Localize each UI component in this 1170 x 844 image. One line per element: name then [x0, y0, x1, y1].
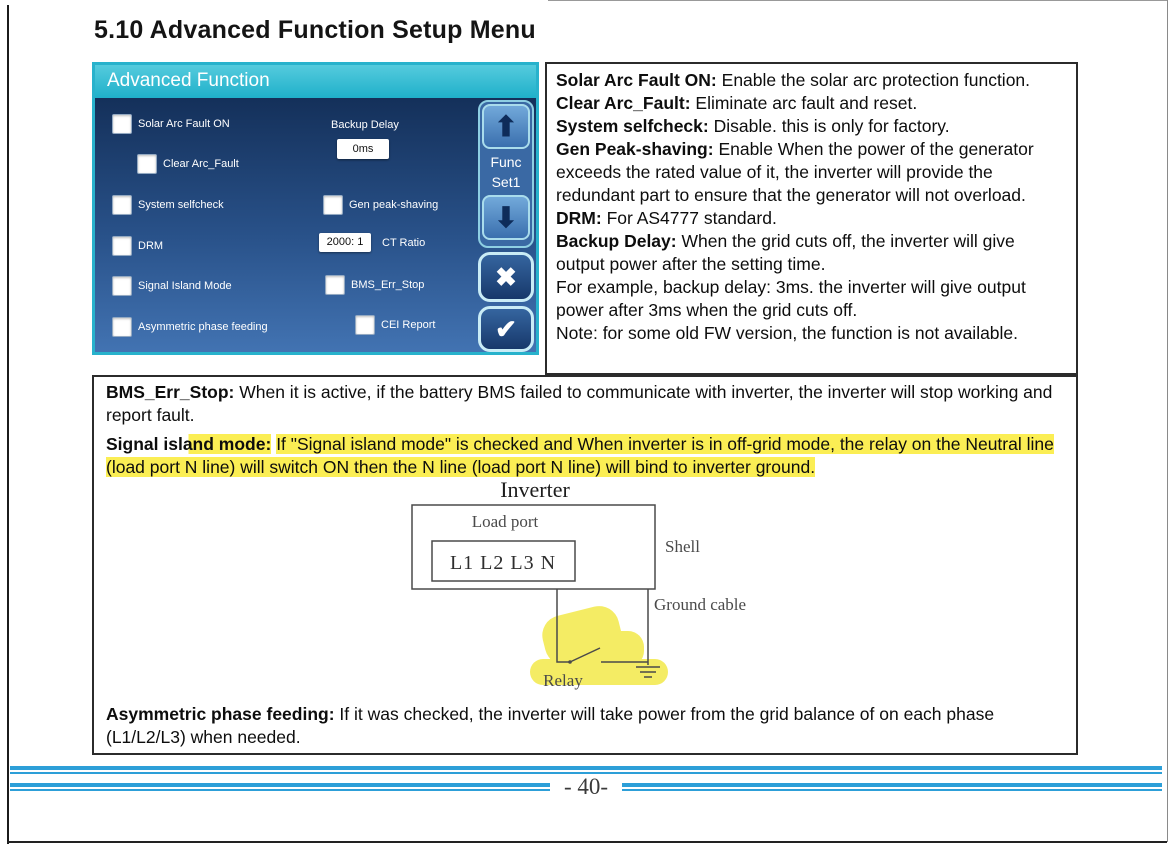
- checkbox-label: Asymmetric phase feeding: [138, 321, 268, 333]
- term: Solar Arc Fault ON:: [556, 70, 717, 90]
- term: Asymmetric phase feeding:: [106, 704, 335, 724]
- note-bms-err-stop: BMS_Err_Stop: When it is active, if the …: [106, 381, 1064, 427]
- ground-symbol-icon: [636, 666, 660, 678]
- close-icon: ✖: [495, 262, 517, 292]
- func-set-label: Func Set1: [490, 154, 522, 190]
- scan-edge-right: [1167, 0, 1168, 842]
- diagram-title: Inverter: [500, 479, 570, 502]
- scan-edge-top: [548, 0, 1167, 1]
- checkbox-label: CEI Report: [381, 319, 436, 331]
- relay-label: Relay: [543, 671, 583, 690]
- desc-item: Backup Delay: When the grid cuts off, th…: [556, 230, 1067, 276]
- note-signal-island-mode: Signal island mode: If "Signal island mo…: [106, 433, 1064, 479]
- desc-item: Gen Peak-shaving: Enable When the power …: [556, 138, 1067, 207]
- section-title: 5.10 Advanced Function Setup Menu: [94, 16, 536, 44]
- ground-cable-label: Ground cable: [654, 595, 746, 614]
- definition: Eliminate arc fault and reset.: [695, 93, 918, 113]
- term: BMS_Err_Stop:: [106, 382, 235, 402]
- definition: When it is active, if the battery BMS fa…: [106, 382, 1053, 425]
- up-arrow-icon: ⬆: [494, 111, 518, 142]
- scan-edge-left: [7, 5, 9, 844]
- wiring-lines: [556, 589, 649, 665]
- description-panel: Solar Arc Fault ON: Enable the solar arc…: [545, 62, 1078, 375]
- advanced-function-panel: Advanced Function Solar Arc Fault ON Cle…: [92, 62, 539, 355]
- checkbox-asymmetric-phase-feeding[interactable]: [112, 317, 132, 337]
- footer-rule-left: [10, 783, 550, 791]
- up-button[interactable]: ⬆: [482, 104, 530, 149]
- notes-panel: BMS_Err_Stop: When it is active, if the …: [92, 375, 1078, 755]
- term: DRM:: [556, 208, 602, 228]
- panel-title: Advanced Function: [95, 65, 536, 98]
- diagram-svg: Inverter Load port L1 L2 L3 N Shell Grou…: [411, 477, 746, 690]
- term: Gen Peak-shaving:: [556, 139, 714, 159]
- checkbox-solar-arc-fault-on[interactable]: [112, 114, 132, 134]
- desc-item: DRM: For AS4777 standard.: [556, 207, 1067, 230]
- checkbox-label: Solar Arc Fault ON: [138, 118, 230, 130]
- terminals-label: L1 L2 L3 N: [450, 552, 556, 574]
- terminals-box: [431, 540, 576, 582]
- panel-body: Solar Arc Fault ON Clear Arc_Fault Syste…: [95, 98, 536, 352]
- highlighter-marks: [530, 606, 668, 685]
- check-icon: ✔: [495, 314, 517, 344]
- checkbox-label: Signal Island Mode: [138, 280, 232, 292]
- down-button[interactable]: ⬇: [482, 195, 530, 240]
- checkbox-bms-err-stop[interactable]: [325, 275, 345, 295]
- checkbox-label: DRM: [138, 240, 164, 252]
- checkbox-clear-arc-fault[interactable]: [137, 154, 157, 174]
- confirm-button[interactable]: ✔: [478, 306, 534, 352]
- relay-switch-blade: [569, 647, 601, 663]
- ct-ratio-label: CT Ratio: [382, 237, 426, 249]
- desc-item: Solar Arc Fault ON: Enable the solar arc…: [556, 69, 1067, 92]
- footer-rule-right: [622, 783, 1163, 791]
- definition: When the grid cuts off, the inverter wil…: [556, 231, 1015, 274]
- page-number: - 40-: [563, 774, 609, 799]
- definition: Enable the solar arc protection function…: [721, 70, 1031, 90]
- definition: If it was checked, the inverter will tak…: [106, 704, 995, 747]
- term: System selfcheck:: [556, 116, 709, 136]
- definition: For AS4777 standard.: [606, 208, 777, 228]
- inverter-shell-box: [411, 504, 656, 590]
- checkbox-system-selfcheck[interactable]: [112, 195, 132, 215]
- note-asymmetric-phase-feeding: Asymmetric phase feeding: If it was chec…: [106, 703, 1064, 749]
- checkbox-label: BMS_Err_Stop: [351, 279, 425, 291]
- down-arrow-icon: ⬇: [494, 202, 518, 233]
- backup-delay-input[interactable]: 0ms: [337, 139, 389, 159]
- scan-edge-bottom: [7, 841, 1167, 843]
- desc-item: System selfcheck: Disable. this is only …: [556, 115, 1067, 138]
- checkbox-signal-island-mode[interactable]: [112, 276, 132, 296]
- shell-label: Shell: [665, 537, 700, 556]
- term: Backup Delay:: [556, 231, 677, 251]
- desc-item: Clear Arc_Fault: Eliminate arc fault and…: [556, 92, 1067, 115]
- term: Clear Arc_Fault:: [556, 93, 691, 113]
- relay-pivot: [568, 660, 572, 664]
- load-port-label: Load port: [472, 512, 539, 531]
- inverter-diagram: Inverter Load port L1 L2 L3 N Shell Grou…: [380, 477, 780, 703]
- ct-ratio-input[interactable]: 2000: 1: [319, 233, 371, 252]
- footer-rule-top: [10, 766, 1162, 774]
- backup-delay-label: Backup Delay: [331, 119, 399, 131]
- checkbox-cei-report[interactable]: [355, 315, 375, 335]
- checkbox-label: Clear Arc_Fault: [163, 158, 239, 170]
- cancel-button[interactable]: ✖: [478, 252, 534, 302]
- checkbox-label: System selfcheck: [138, 199, 224, 211]
- desc-item: Note: for some old FW version, the funct…: [556, 322, 1067, 345]
- term: Signal island mode:: [106, 434, 272, 454]
- definition: Disable. this is only for factory.: [713, 116, 950, 136]
- definition: Note: for some old FW version, the funct…: [556, 323, 1019, 343]
- checkbox-gen-peak-shaving[interactable]: [323, 195, 343, 215]
- func-set-navigator: ⬆ Func Set1 ⬇: [478, 100, 534, 248]
- definition: For example, backup delay: 3ms. the inve…: [556, 277, 1026, 320]
- desc-item: For example, backup delay: 3ms. the inve…: [556, 276, 1067, 322]
- footer: - 40-: [10, 766, 1163, 800]
- checkbox-label: Gen peak-shaving: [349, 199, 439, 211]
- checkbox-drm[interactable]: [112, 236, 132, 256]
- definition: Enable When the power of the generator e…: [556, 139, 1034, 205]
